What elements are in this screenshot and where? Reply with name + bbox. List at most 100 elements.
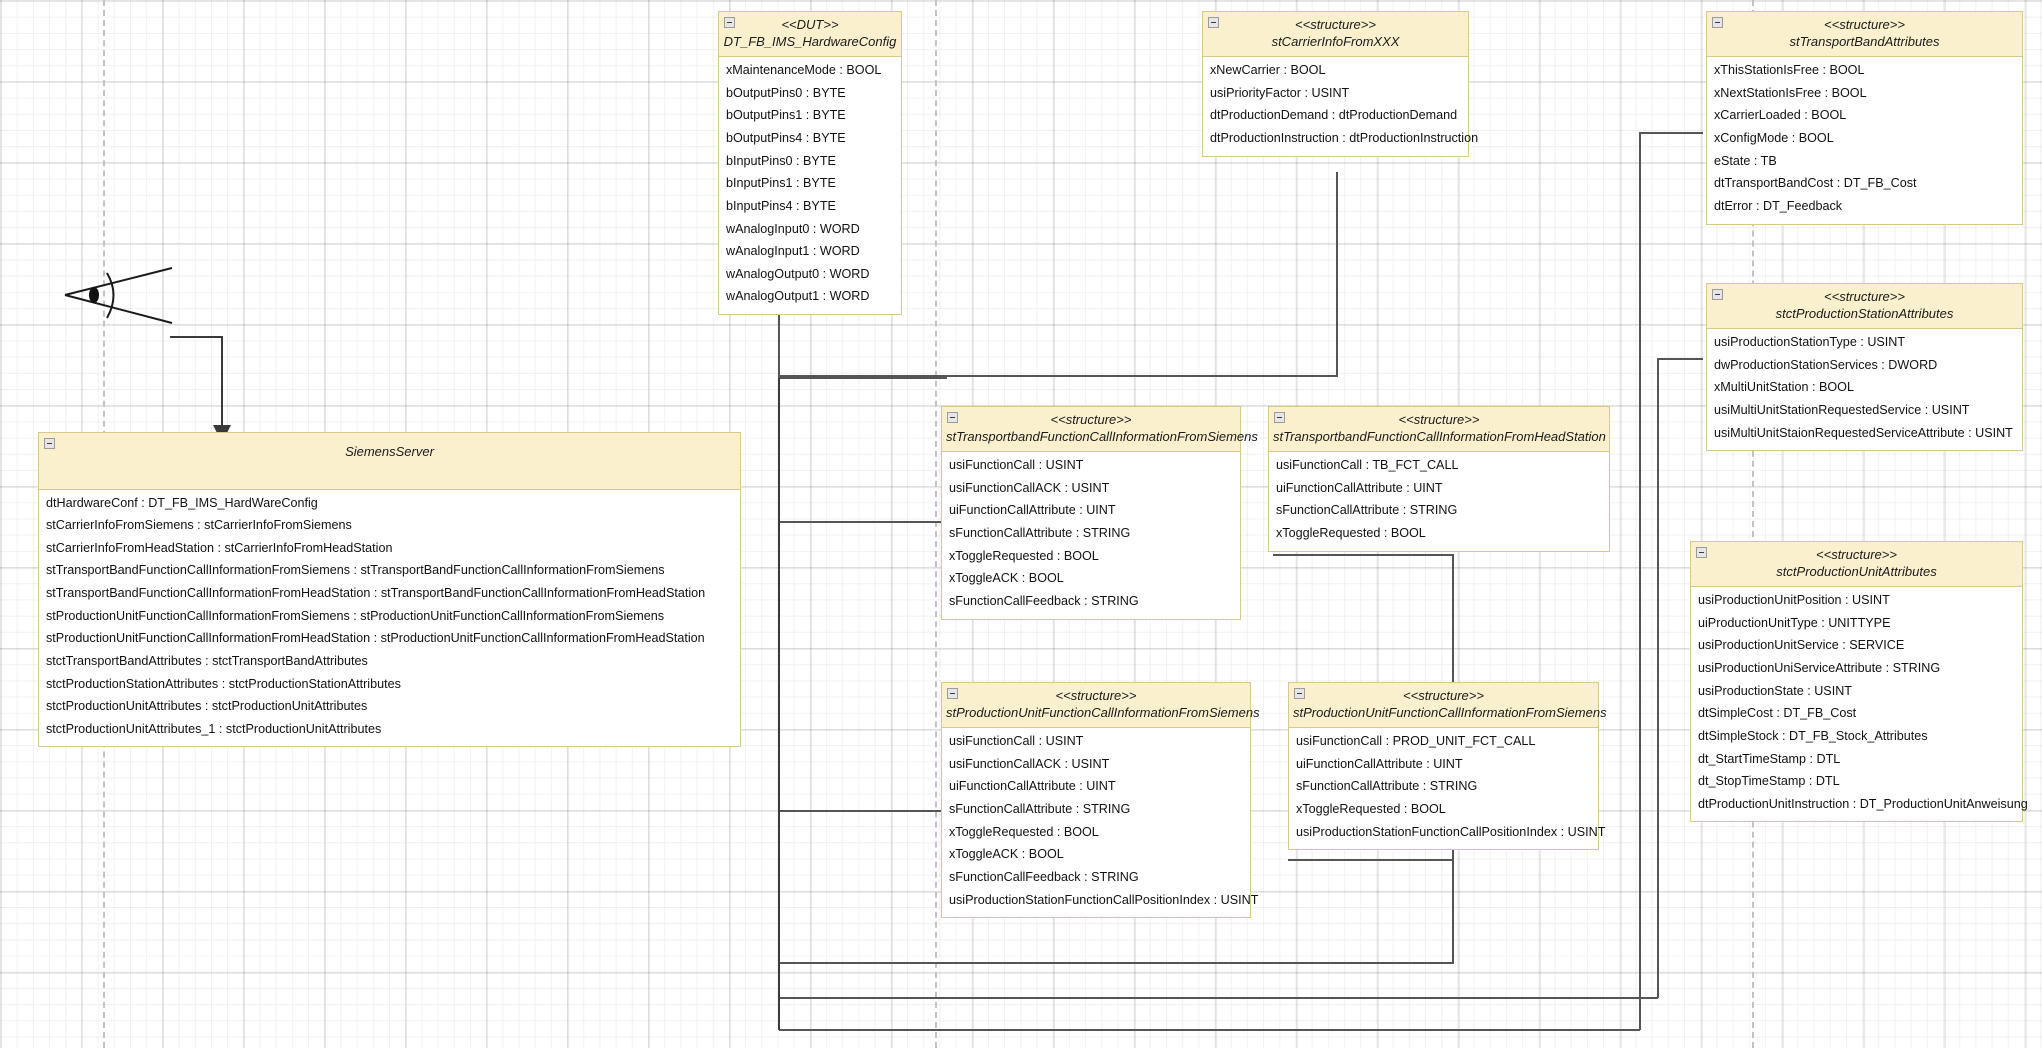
collapse-icon[interactable]	[1274, 412, 1285, 423]
attribute-row: usiProductionUnitPosition : USINT	[1698, 593, 1890, 608]
attribute-row: xToggleRequested : BOOL	[949, 824, 1099, 839]
uml-class-siemensserver[interactable]: SiemensServer dtHardwareConf : DT_FB_IMS…	[38, 432, 741, 748]
attribute-row: dtProductionUnitInstruction : DT_Product…	[1698, 796, 2028, 811]
attribute-row: dt_StopTimeStamp : DTL	[1698, 774, 1840, 789]
class-stereotype: <<structure>>	[1816, 547, 1897, 562]
attribute-row: stctProductionStationAttributes : stctPr…	[46, 676, 401, 691]
attribute-row: xToggleRequested : BOOL	[1276, 526, 1426, 541]
uml-class-stcarrierinfofromxxx[interactable]: <<structure>> stCarrierInfoFromXXX xNewC…	[1202, 11, 1479, 157]
attribute-row: dtProductionDemand : dtProductionDemand	[1210, 108, 1458, 123]
class-attribute-list: xMaintenanceMode : BOOL bOutputPins0 : B…	[719, 57, 901, 314]
class-attribute-list: xNewCarrier : BOOL usiPriorityFactor : U…	[1203, 57, 1479, 155]
attribute-row: usiProductionStationFunctionCallPosition…	[1296, 824, 1606, 839]
collapse-icon[interactable]	[1294, 688, 1305, 699]
class-header: <<structure>> stTransportBandAttributes	[1707, 12, 2022, 58]
class-header: <<structure>> stProductionUnitFunctionCa…	[1289, 683, 1607, 729]
attribute-row: bInputPins0 : BYTE	[726, 153, 836, 168]
attribute-row: dtTransportBandCost : DT_FB_Cost	[1714, 176, 1917, 191]
page-break-guide	[935, 0, 937, 1048]
attribute-row: sFunctionCallFeedback : STRING	[949, 869, 1139, 884]
attribute-row: stctProductionUnitAttributes_1 : stctPro…	[46, 721, 382, 736]
class-attribute-list: usiProductionUnitPosition : USINT uiProd…	[1691, 587, 2028, 821]
attribute-row: dtError : DT_Feedback	[1714, 198, 1843, 213]
attribute-row: usiProductionStationType : USINT	[1714, 335, 1906, 350]
collapse-icon[interactable]	[947, 412, 958, 423]
attribute-row: wAnalogOutput1 : WORD	[726, 289, 870, 304]
attribute-row: sFunctionCallAttribute : STRING	[949, 526, 1131, 541]
uml-class-stctproductionstationattributes[interactable]: <<structure>> stctProductionStationAttri…	[1706, 283, 2023, 452]
attribute-row: stTransportBandFunctionCallInformationFr…	[46, 586, 706, 601]
class-stereotype: <<structure>>	[1398, 412, 1480, 427]
attribute-row: dtProductionInstruction : dtProductionIn…	[1210, 131, 1479, 146]
class-header: <<structure>> stctProductionUnitAttribut…	[1691, 542, 2022, 588]
attribute-row: xConfigMode : BOOL	[1714, 131, 1834, 146]
attribute-row: uiFunctionCallAttribute : UINT	[949, 779, 1116, 794]
page-break-guide	[1752, 0, 1754, 1048]
class-header: <<DUT>> DT_FB_IMS_HardwareConfig	[719, 12, 901, 58]
class-name: stProductionUnitFunctionCallInformationF…	[946, 704, 1260, 720]
attribute-row: usiProductionStationFunctionCallPosition…	[949, 892, 1259, 907]
attribute-row: stctProductionUnitAttributes : stctProdu…	[46, 699, 368, 714]
class-name: stCarrierInfoFromXXX	[1271, 33, 1400, 49]
attribute-row: dwProductionStationServices : DWORD	[1714, 357, 1938, 372]
uml-class-dt-fb-ims-hardwareconfig[interactable]: <<DUT>> DT_FB_IMS_HardwareConfig xMainte…	[718, 11, 902, 315]
attribute-row: xToggleACK : BOOL	[949, 847, 1064, 862]
uml-class-sttransportbandattributes[interactable]: <<structure>> stTransportBandAttributes …	[1706, 11, 2023, 225]
class-name: stctProductionUnitAttributes	[1776, 563, 1937, 579]
attribute-row: usiPriorityFactor : USINT	[1210, 85, 1350, 100]
class-attribute-list: dtHardwareConf : DT_FB_IMS_HardWareConfi…	[39, 490, 740, 747]
class-name: stProductionUnitFunctionCallInformationF…	[1293, 704, 1607, 720]
uml-class-stctproductionunitattributes[interactable]: <<structure>> stctProductionUnitAttribut…	[1690, 541, 2028, 823]
attribute-row: usiProductionState : USINT	[1698, 683, 1852, 698]
class-attribute-list: usiProductionStationType : USINT dwProdu…	[1707, 329, 2022, 450]
class-name: stTransportBandAttributes	[1789, 33, 1940, 49]
attribute-row: wAnalogOutput0 : WORD	[726, 266, 870, 281]
attribute-row: stCarrierInfoFromSiemens : stCarrierInfo…	[46, 518, 352, 533]
attribute-row: uiFunctionCallAttribute : UINT	[949, 503, 1116, 518]
class-stereotype: <<structure>>	[1295, 17, 1376, 32]
attribute-row: usiFunctionCall : PROD_UNIT_FCT_CALL	[1296, 734, 1536, 749]
attribute-row: xToggleACK : BOOL	[949, 571, 1064, 586]
uml-class-stproductionunitfci-siemens-right[interactable]: <<structure>> stProductionUnitFunctionCa…	[1288, 682, 1607, 851]
uml-class-stproductionunitfci-siemens-left[interactable]: <<structure>> stProductionUnitFunctionCa…	[941, 682, 1260, 919]
attribute-row: dt_StartTimeStamp : DTL	[1698, 751, 1841, 766]
uml-class-sttransportbandfci-siemens[interactable]: <<structure>> stTransportbandFunctionCal…	[941, 406, 1258, 620]
class-name: stTransportbandFunctionCallInformationFr…	[1273, 428, 1606, 444]
class-stereotype: <<structure>>	[1824, 289, 1905, 304]
attribute-row: xToggleRequested : BOOL	[1296, 802, 1446, 817]
uml-class-sttransportbandfci-headstation[interactable]: <<structure>> stTransportbandFunctionCal…	[1268, 406, 1610, 552]
class-stereotype: <<DUT>>	[781, 17, 839, 32]
attribute-row: bOutputPins0 : BYTE	[726, 85, 846, 100]
class-header: <<structure>> stCarrierInfoFromXXX	[1203, 12, 1468, 58]
class-name: stctProductionStationAttributes	[1775, 305, 1954, 321]
collapse-icon[interactable]	[1712, 17, 1723, 28]
attribute-row: bInputPins1 : BYTE	[726, 176, 836, 191]
collapse-icon[interactable]	[1696, 547, 1707, 558]
attribute-row: usiProductionUnitService : SERVICE	[1698, 638, 1905, 653]
class-header: <<structure>> stctProductionStationAttri…	[1707, 284, 2022, 330]
attribute-row: usiFunctionCallACK : USINT	[949, 756, 1110, 771]
collapse-icon[interactable]	[947, 688, 958, 699]
collapse-icon[interactable]	[1208, 17, 1219, 28]
attribute-row: stTransportBandFunctionCallInformationFr…	[46, 563, 665, 578]
collapse-icon[interactable]	[1712, 289, 1723, 300]
collapse-icon[interactable]	[724, 17, 735, 28]
class-attribute-list: usiFunctionCall : TB_FCT_CALL uiFunction…	[1269, 452, 1609, 550]
class-stereotype: <<structure>>	[1055, 688, 1137, 703]
attribute-row: xMaintenanceMode : BOOL	[726, 63, 882, 78]
connector-eye-to-server	[170, 336, 231, 443]
attribute-row: usiProductionUniServiceAttribute : STRIN…	[1698, 661, 1941, 676]
class-stereotype: <<structure>>	[1403, 688, 1484, 703]
attribute-row: bInputPins4 : BYTE	[726, 198, 836, 213]
attribute-row: stctTransportBandAttributes : stctTransp…	[46, 653, 368, 668]
attribute-row: eState : TB	[1714, 153, 1777, 168]
attribute-row: xMultiUnitStation : BOOL	[1714, 380, 1854, 395]
attribute-row: usiFunctionCall : TB_FCT_CALL	[1276, 458, 1459, 473]
attribute-row: sFunctionCallAttribute : STRING	[1276, 503, 1458, 518]
collapse-icon[interactable]	[44, 438, 55, 449]
attribute-row: xThisStationIsFree : BOOL	[1714, 63, 1865, 78]
attribute-row: bOutputPins1 : BYTE	[726, 108, 846, 123]
attribute-row: stProductionUnitFunctionCallInformationF…	[46, 631, 705, 646]
class-attribute-list: usiFunctionCall : USINT usiFunctionCallA…	[942, 728, 1259, 917]
